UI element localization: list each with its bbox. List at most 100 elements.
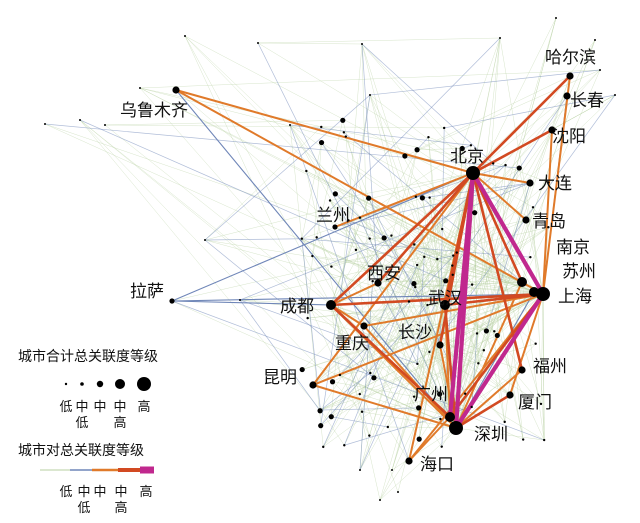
background-link [532,207,545,441]
minor-city-node [332,191,338,197]
minor-city-node [305,169,308,173]
background-link [171,300,545,441]
city-label-xian: 西安 [367,264,401,284]
minor-city-node [343,444,346,447]
background-link [472,172,534,208]
city-node-lhasa [169,298,175,304]
background-link [344,17,557,446]
background-link [361,43,457,429]
background-link [79,119,321,411]
link-shenzhen-wuhan [443,303,458,430]
background-link [361,43,463,149]
background-link [472,172,542,405]
background-link [79,119,457,429]
background-link [307,142,322,319]
background-link [437,255,454,260]
background-link [239,299,321,411]
node-legend-tick-2: 中 [93,400,106,415]
minor-city-node [359,469,361,471]
link-shanghai-shenzhen [453,291,546,431]
city-node-changchun [563,92,571,100]
node-legend-dot-0 [64,382,68,386]
minor-city-node [455,251,458,254]
background-link [494,291,535,332]
link-guangzhou-haikou [408,416,451,462]
city-label-shenzhen: 深圳 [474,425,508,445]
background-link [257,42,418,364]
city-label-changchun: 长春 [570,91,604,111]
background-link [359,145,472,218]
background-link [370,372,524,440]
minor-city-node [371,279,374,283]
city-label-beijing: 北京 [450,147,484,167]
link-lhasa-chengdu [171,300,332,306]
background-link [532,207,549,228]
minor-city-node [503,420,506,424]
background-link [289,124,535,293]
link-urumqi-shanghai [175,89,544,295]
minor-city-node [542,438,546,442]
background-link [391,427,457,471]
background-link [377,149,418,284]
minor-city-node [428,350,431,354]
city-label-fuzhou: 福州 [533,357,567,377]
background-link [417,148,463,151]
background-link [289,124,307,172]
city-node-shanghai [536,287,550,301]
minor-city-node [475,332,479,335]
minor-city-node [386,425,390,429]
minor-city-node [320,125,323,129]
minor-city-node [402,153,408,159]
link-beijing-lanzhou [334,172,474,228]
background-link [471,333,478,407]
minor-city-node [317,408,323,414]
background-link [316,237,451,418]
minor-city-node [419,195,425,201]
minor-city-node [184,35,186,37]
link-chengdu-shanghai [329,292,545,307]
link-beijing-dalian [472,172,531,184]
edge-legend-title: 城市对总关联度等级 [18,442,144,459]
background-link [330,237,385,306]
minor-city-node [412,395,416,398]
edge-legend-tick-0: 低 [59,485,72,500]
minor-city-node [491,162,495,165]
background-link [359,217,446,306]
background-link [321,126,475,213]
minor-city-node [318,423,324,429]
minor-city-node [369,94,371,96]
background-link [518,168,544,295]
edge-legend-marks: 低中低中中高高 [40,466,154,516]
background-link [334,182,531,228]
node-legend-tick-0: 低 [59,400,72,415]
minor-city-node [415,263,419,267]
link-beijing-shenyang [471,128,554,175]
minor-city-node [437,391,443,397]
minor-city-node [534,342,537,345]
city-label-kunming: 昆明 [263,368,297,388]
background-link [44,123,520,169]
city-node-changsha [436,341,444,349]
background-link [474,212,524,440]
minor-city-node [371,375,377,381]
node-legend-tick-3: 中 [113,400,126,415]
minor-city-node [423,255,426,259]
minor-city-node [428,196,431,199]
background-link [455,427,545,441]
minor-city-node [358,216,362,219]
background-link [301,37,501,239]
city-node-guangzhou [445,412,455,422]
background-link [455,333,478,429]
minor-city-node [472,210,478,216]
background-link [417,256,425,364]
link-harbin-shanghai [542,75,571,295]
background-link [444,304,511,396]
background-link [322,244,415,448]
minor-city-node [470,405,473,409]
minor-city-node [443,278,449,284]
city-node-wuhan [440,300,450,310]
link-kunming-shanghai [312,293,544,386]
city-label-wuhan: 武汉 [428,289,462,309]
minor-city-node [470,283,474,286]
